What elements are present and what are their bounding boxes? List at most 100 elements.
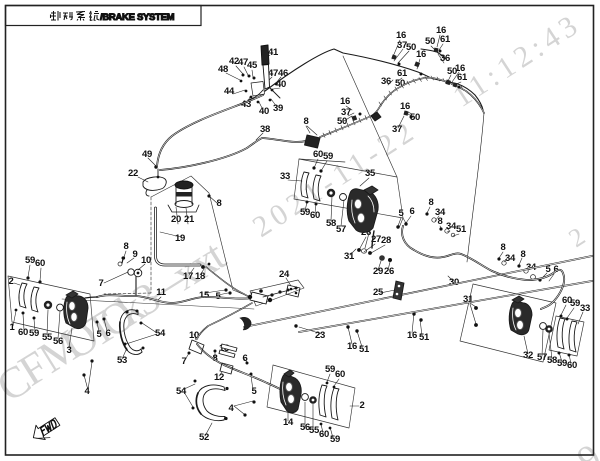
svg-text:36: 36 [381, 76, 391, 87]
svg-text:34: 34 [505, 253, 516, 264]
svg-text:5: 5 [546, 264, 552, 275]
svg-text:6: 6 [554, 264, 559, 275]
svg-text:5: 5 [399, 208, 405, 219]
svg-text:21: 21 [184, 214, 195, 225]
svg-text:34: 34 [446, 221, 457, 232]
svg-text:28: 28 [381, 235, 391, 246]
svg-text:26: 26 [384, 266, 394, 277]
svg-text:8: 8 [429, 197, 434, 208]
svg-text:59: 59 [330, 434, 340, 445]
svg-text:6: 6 [243, 353, 248, 364]
svg-text:16: 16 [396, 30, 406, 41]
svg-text:59: 59 [325, 364, 335, 375]
svg-text:42: 42 [229, 56, 239, 67]
svg-text:55: 55 [42, 332, 53, 343]
svg-text:8: 8 [304, 116, 309, 127]
svg-text:60: 60 [319, 429, 329, 440]
svg-text:31: 31 [463, 294, 474, 305]
svg-text:57: 57 [336, 224, 346, 235]
svg-text:31: 31 [344, 251, 355, 262]
svg-text:8: 8 [217, 198, 222, 209]
svg-text:41: 41 [268, 47, 279, 58]
svg-text:59: 59 [570, 298, 580, 309]
svg-text:50: 50 [425, 36, 435, 47]
svg-text:34: 34 [435, 207, 446, 218]
svg-text:58: 58 [326, 218, 336, 229]
svg-text:43: 43 [241, 99, 251, 110]
svg-text:16: 16 [436, 25, 446, 36]
svg-text:60: 60 [18, 327, 28, 338]
svg-text:14: 14 [283, 417, 294, 428]
svg-text:4: 4 [229, 403, 235, 414]
svg-text:15: 15 [199, 290, 210, 301]
svg-text:2: 2 [360, 400, 365, 411]
svg-text:8: 8 [124, 241, 129, 252]
svg-text:29: 29 [373, 266, 383, 277]
svg-text:40: 40 [259, 106, 269, 117]
svg-text:8: 8 [501, 242, 506, 253]
svg-text:9: 9 [133, 249, 138, 260]
svg-text:16: 16 [416, 49, 426, 60]
svg-text:5: 5 [216, 291, 222, 302]
svg-text:60: 60 [562, 295, 572, 306]
svg-text:35: 35 [365, 168, 376, 179]
svg-text:/BRAKE SYSTEM: /BRAKE SYSTEM [100, 12, 175, 23]
svg-text:50: 50 [406, 42, 416, 53]
svg-text:60: 60 [335, 369, 345, 380]
svg-text:25: 25 [373, 287, 384, 298]
svg-text:50: 50 [410, 112, 420, 123]
svg-text:27: 27 [371, 234, 381, 245]
svg-text:45: 45 [247, 60, 258, 71]
svg-text:8: 8 [213, 353, 218, 364]
svg-text:50: 50 [395, 78, 405, 89]
svg-text:37: 37 [397, 40, 407, 51]
svg-text:5: 5 [252, 386, 258, 397]
svg-text:2: 2 [9, 276, 14, 287]
svg-text:58: 58 [547, 355, 557, 366]
svg-text:37: 37 [341, 107, 351, 118]
svg-text:16: 16 [455, 63, 465, 74]
svg-text:47: 47 [268, 68, 278, 79]
svg-text:16: 16 [340, 96, 350, 107]
svg-text:6: 6 [106, 328, 111, 339]
svg-text:61: 61 [397, 68, 408, 79]
svg-text:60: 60 [567, 360, 577, 371]
svg-text:51: 51 [456, 224, 467, 235]
svg-text:61: 61 [440, 34, 451, 45]
svg-text:59: 59 [25, 255, 35, 266]
svg-text:57: 57 [537, 352, 547, 363]
svg-text:37: 37 [392, 124, 402, 135]
svg-text:56: 56 [300, 422, 310, 433]
svg-text:17: 17 [183, 271, 193, 282]
svg-text:59: 59 [300, 207, 310, 218]
svg-text:44: 44 [224, 86, 235, 97]
svg-text:60: 60 [313, 149, 323, 160]
svg-text:32: 32 [523, 350, 533, 361]
svg-text:56: 56 [53, 336, 63, 347]
svg-text:54: 54 [176, 386, 187, 397]
svg-text:59: 59 [557, 358, 567, 369]
svg-text:47: 47 [238, 57, 248, 68]
svg-text:50: 50 [447, 66, 457, 77]
svg-text:4: 4 [85, 386, 91, 397]
svg-text:24: 24 [279, 269, 290, 280]
svg-text:22: 22 [128, 168, 138, 179]
svg-text:8: 8 [521, 249, 526, 260]
svg-text:33: 33 [280, 171, 290, 182]
svg-text:51: 51 [359, 344, 370, 355]
svg-text:16: 16 [407, 330, 417, 341]
svg-text:5: 5 [97, 329, 103, 340]
svg-text:59: 59 [323, 151, 333, 162]
svg-text:20: 20 [171, 214, 181, 225]
svg-text:61: 61 [457, 72, 468, 83]
svg-text:7: 7 [99, 278, 104, 289]
svg-text:53: 53 [117, 355, 127, 366]
svg-text:10: 10 [189, 330, 199, 341]
svg-text:60: 60 [310, 210, 320, 221]
svg-text:60: 60 [35, 258, 45, 269]
svg-text:16: 16 [347, 341, 357, 352]
svg-text:54: 54 [155, 328, 166, 339]
svg-text:19: 19 [175, 233, 185, 244]
svg-text:3: 3 [67, 345, 72, 356]
svg-text:33: 33 [580, 303, 590, 314]
